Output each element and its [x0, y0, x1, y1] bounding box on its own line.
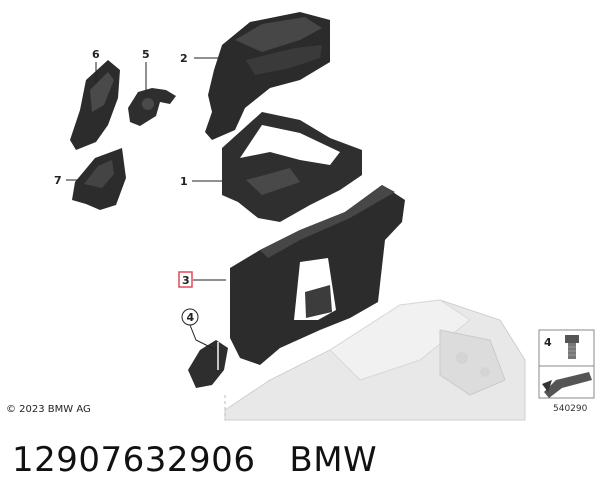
- callout-3[interactable]: 3: [182, 274, 190, 287]
- parts-diagram: 2 1 3 4 5 6 7 4: [54, 12, 595, 421]
- callout-4-circle[interactable]: 4: [181, 308, 199, 326]
- part-number-footer: 12907632906 BMW: [12, 440, 377, 480]
- part-6-cover: [70, 60, 120, 150]
- part-4-clip: [188, 340, 228, 388]
- callout-4[interactable]: 4: [187, 311, 195, 324]
- part-1-bracket: [222, 112, 362, 222]
- part-number: 12907632906: [12, 440, 256, 480]
- arrow-icon: [542, 372, 592, 398]
- callout-6[interactable]: 6: [92, 48, 100, 61]
- callout-2[interactable]: 2: [180, 52, 188, 65]
- legend-number[interactable]: 4: [544, 336, 552, 349]
- callout-3-highlight[interactable]: 3: [178, 271, 193, 288]
- copyright-text: © 2023 BMW AG: [6, 404, 91, 415]
- callout-7[interactable]: 7: [54, 174, 62, 187]
- callout-1[interactable]: 1: [180, 175, 188, 188]
- part-3-holder: [230, 185, 405, 365]
- leader-lines: [66, 57, 226, 351]
- part-7-piece: [72, 148, 126, 210]
- legend-box: 4: [538, 329, 595, 399]
- brand-name: BMW: [289, 440, 378, 480]
- part-2-cover: [205, 12, 330, 140]
- callout-5[interactable]: 5: [142, 48, 150, 61]
- bolt-icon: [565, 335, 579, 359]
- part-5-connector: [128, 88, 176, 126]
- background-housing: [224, 299, 526, 421]
- reference-code: 540290: [553, 404, 588, 414]
